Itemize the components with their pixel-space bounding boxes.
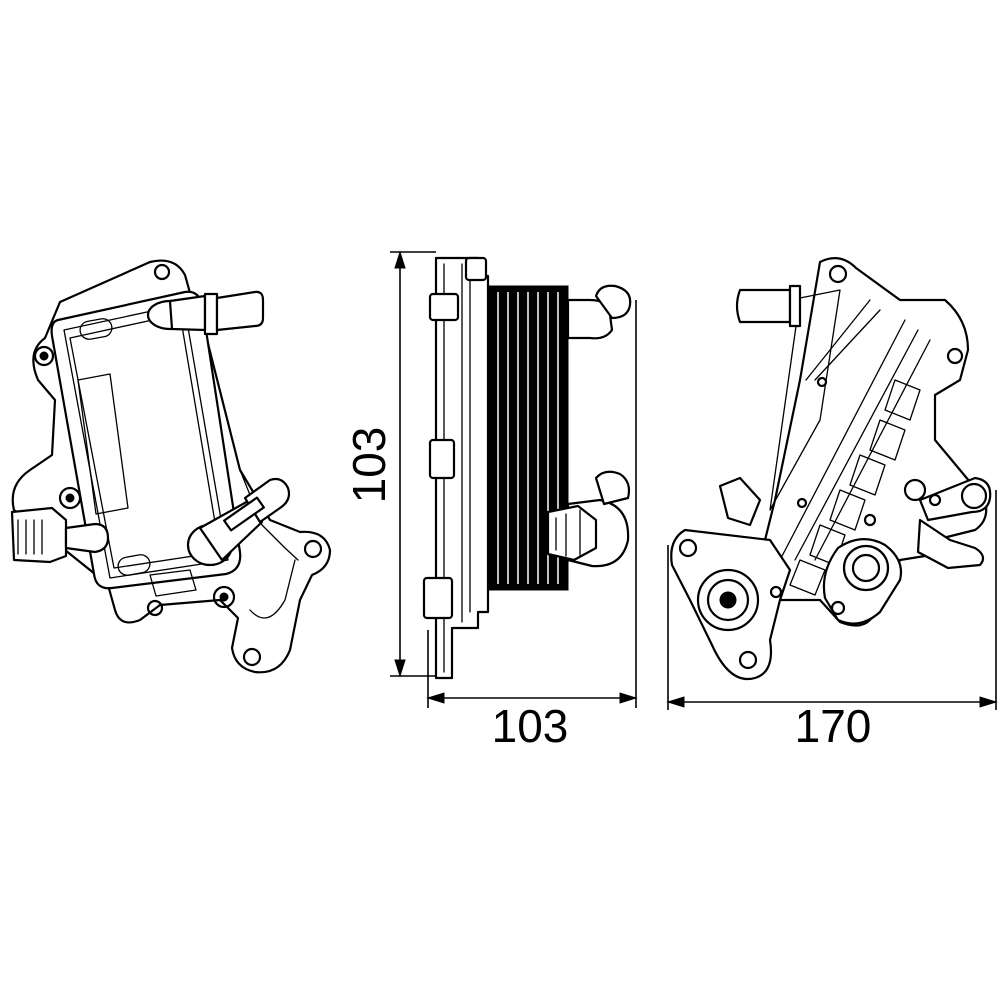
rear-main-port-inner [706, 578, 750, 622]
rear-top-pipe-collar [788, 284, 802, 328]
rear-flange-hole-2 [738, 650, 758, 670]
top-pipe [168, 294, 207, 332]
width-arrow-left [666, 696, 685, 708]
side-view [422, 256, 632, 680]
rear-lower-pipe [718, 476, 762, 527]
rear-flange-hole-1 [678, 538, 698, 558]
side-bolt-bottom [422, 576, 454, 620]
side-bottom-pipe-end [594, 470, 631, 506]
top-pipe-collar [203, 292, 219, 336]
height-label: 103 [343, 427, 395, 504]
bolt-head-bottom [219, 592, 229, 602]
rear-right-port-inner [851, 553, 881, 583]
width-arrow-right [979, 696, 998, 708]
bolt-hole-bottom [212, 585, 236, 609]
rear-center-boss [903, 478, 927, 502]
bolt-head-left [39, 351, 49, 361]
side-sensor-nut [546, 504, 598, 562]
depth-label: 103 [492, 700, 569, 752]
dimension-depth [426, 300, 638, 708]
sensor-ribs [17, 519, 43, 555]
bolt-hole-top [153, 263, 171, 281]
flange-hole-bottom [242, 647, 262, 667]
side-bolt-cap [464, 256, 488, 282]
dimension-height [390, 250, 436, 678]
label-plate [77, 373, 129, 515]
side-sensor-nut-lines [555, 509, 581, 557]
side-bolt-mid [428, 438, 456, 480]
rear-main-port-core [719, 591, 737, 609]
height-arrow-top [394, 250, 406, 269]
bottom-pipe-collar [223, 496, 265, 532]
rear-housing-lines [779, 299, 931, 561]
rear-top-pipe [735, 288, 792, 324]
side-bolt-top [428, 292, 460, 322]
front-view [10, 259, 332, 674]
rear-center-hole-2 [863, 513, 877, 527]
rear-hole-small [816, 376, 828, 388]
rear-hole-top [828, 264, 848, 284]
bolt-head-mid [65, 493, 75, 503]
width-label: 170 [795, 700, 872, 752]
sensor-body [64, 522, 110, 554]
rear-view [670, 257, 992, 681]
rear-hole-right [946, 347, 964, 365]
cooler-plate-inner [63, 303, 229, 579]
dimension-width [666, 490, 998, 710]
top-pipe-end [215, 290, 265, 332]
depth-arrow-left [426, 692, 445, 704]
flange-hole-right [303, 539, 323, 559]
rear-cooler-edge [769, 289, 841, 511]
sensor-connector [10, 506, 68, 564]
rear-center-hole-3 [796, 497, 808, 509]
rear-right-pipe [918, 476, 992, 522]
bolt-hole-left [33, 345, 55, 367]
slot-top [79, 318, 113, 340]
height-arrow-bottom [394, 659, 406, 678]
rear-right-ring [960, 482, 988, 510]
rear-bottom-right-bracket [916, 518, 985, 570]
rear-right-flange-hole [830, 600, 846, 616]
rear-right-port [842, 544, 890, 592]
bolt-hole-low [146, 599, 164, 617]
rear-center-hole [928, 493, 942, 507]
lower-boss [149, 569, 197, 597]
depth-arrow-right [619, 692, 638, 704]
slot-bottom [117, 554, 151, 576]
rear-flange-hole-3 [769, 585, 783, 599]
side-top-pipe-end [594, 284, 632, 320]
